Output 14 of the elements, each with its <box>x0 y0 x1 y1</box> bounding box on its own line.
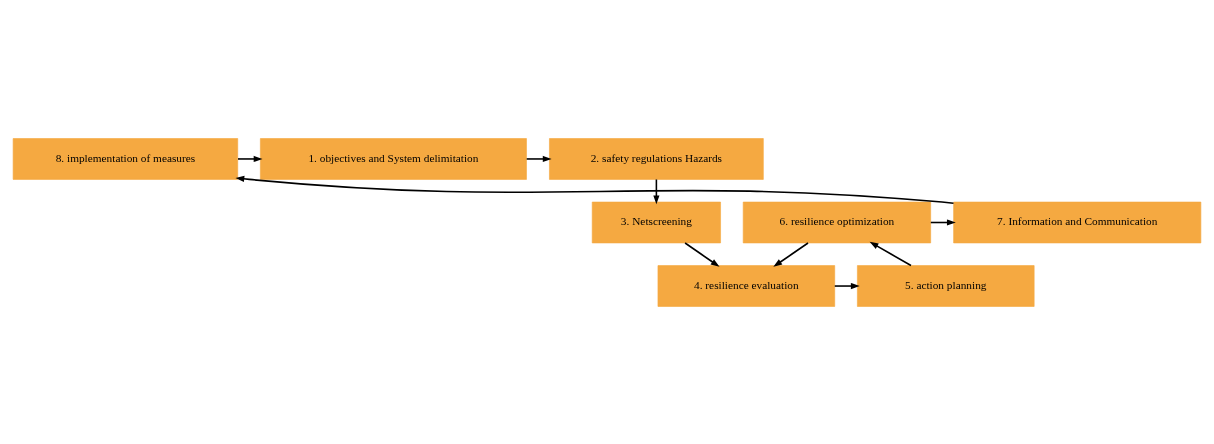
node-box: 6. resilience optimization <box>742 201 931 243</box>
node-box: 8. implementation of measures <box>12 137 239 180</box>
node-box: 4. resilience evaluation <box>657 264 836 307</box>
arrow <box>869 241 912 266</box>
arrow <box>833 282 860 289</box>
arrow <box>773 241 809 267</box>
node-box: 7. Information and Communication <box>953 201 1202 243</box>
node-box: 5. action planning <box>857 264 1035 307</box>
arrow <box>237 155 263 162</box>
arrow <box>525 155 552 162</box>
arrow <box>684 241 720 267</box>
node-box: 2. safety regulations Hazards <box>549 137 764 180</box>
node-box: 1. objectives and System delimitation <box>260 137 527 180</box>
node-box: 3. Netscreening <box>591 201 721 243</box>
